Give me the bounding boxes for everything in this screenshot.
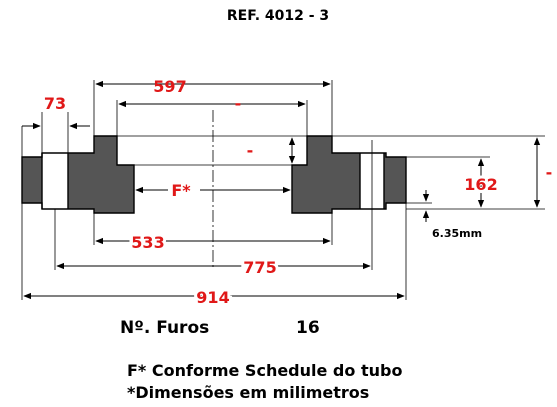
flange-right-metal: [292, 136, 406, 213]
dim-raised-face-label: 6.35mm: [432, 227, 482, 240]
holes-count: 16: [296, 318, 320, 338]
dim-bore-step-label: -: [247, 141, 254, 160]
dim-outer-diameter-label: 914: [196, 288, 229, 307]
bolt-hole-left: [42, 153, 68, 209]
note-schedule: F* Conforme Schedule do tubo: [127, 361, 402, 380]
dim-bore-label: F*: [171, 181, 191, 200]
dim-bolt-circle-label: 775: [243, 258, 276, 277]
flange-right-section: [291, 135, 407, 214]
reference-title: REF. 4012 - 3: [227, 8, 329, 24]
holes-label: Nº. Furos: [120, 318, 209, 338]
dim-hub-length-label: 73: [44, 94, 66, 113]
dim-total-height-label: -: [546, 163, 553, 182]
flange-left-section: [21, 135, 135, 214]
dim-raised-face-dia-label: 533: [131, 233, 164, 252]
dim-thickness-label: 162: [464, 175, 497, 194]
note-units: *Dimensões em milimetros: [127, 383, 369, 402]
dim-hub-top-label: -: [235, 94, 242, 113]
dim-hub-outer-label: 597: [153, 77, 186, 96]
